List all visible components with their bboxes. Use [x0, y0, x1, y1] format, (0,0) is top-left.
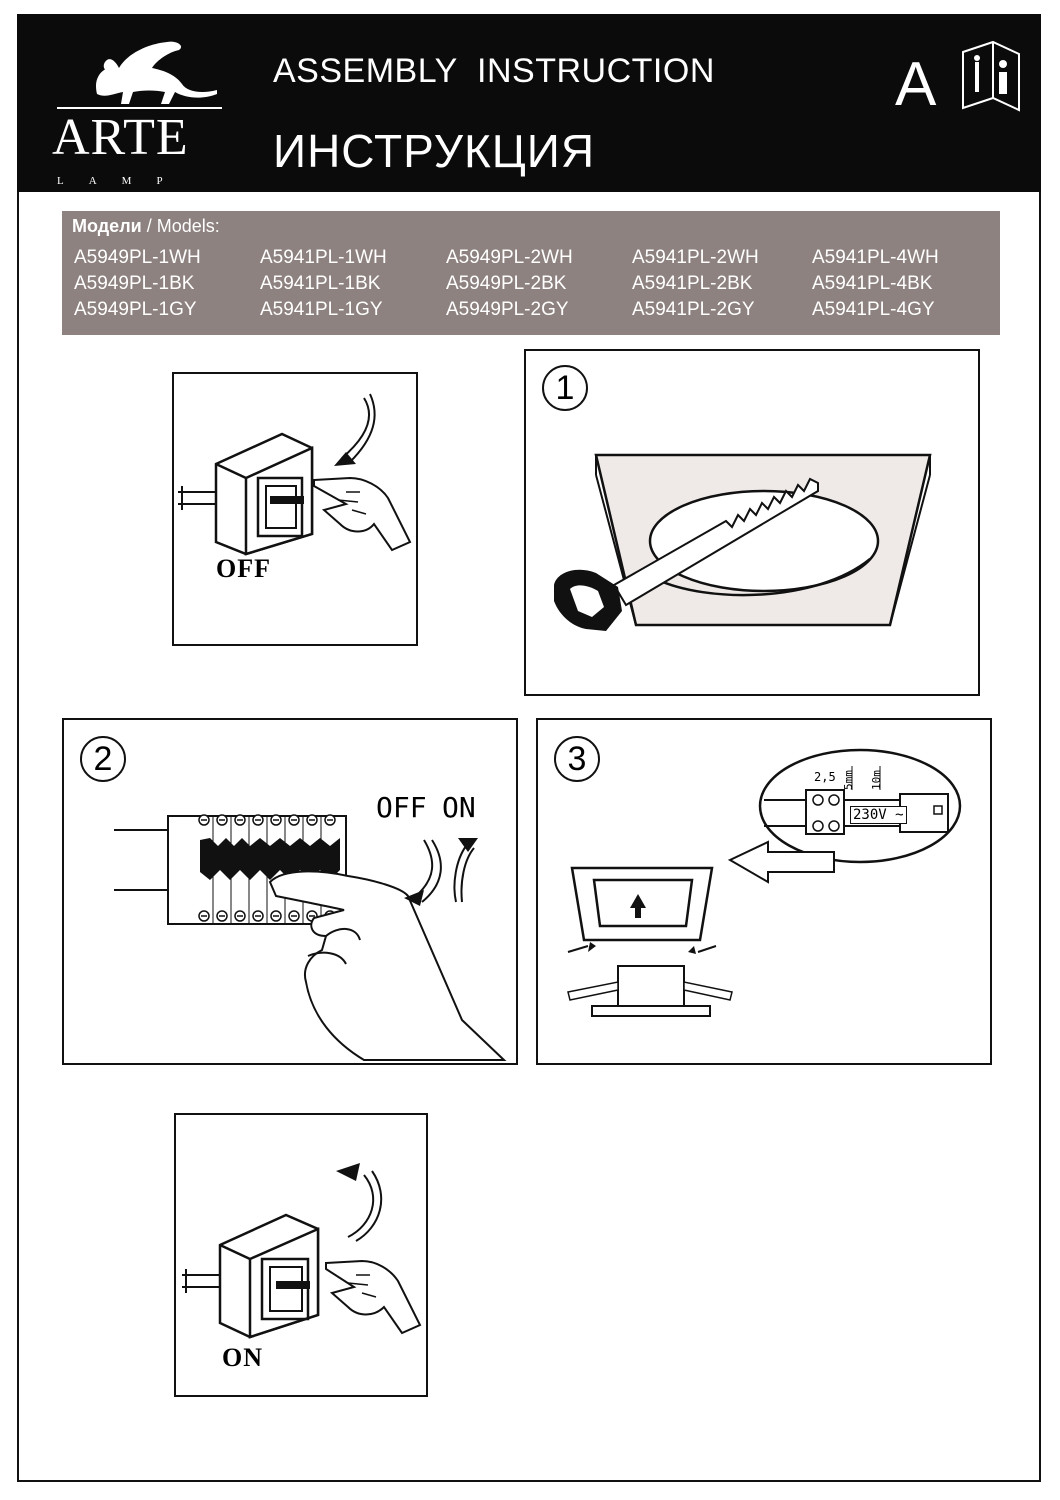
model-code: A5941PL-1BK: [260, 272, 381, 294]
voltage-label: 230V ~: [850, 806, 907, 824]
model-code: A5949PL-1WH: [74, 246, 201, 268]
brand-name: ARTE: [52, 109, 189, 166]
griffin-logo-icon: [57, 41, 222, 109]
on-label: ON: [222, 1343, 263, 1372]
strip-length-short: 5mm: [842, 770, 855, 790]
models-grid: A5949PL-1WH A5941PL-1WH A5949PL-2WH A5941PL…: [74, 244, 1002, 322]
breaker-on-label: ON: [442, 791, 476, 824]
wall-switch-off-illustration: [178, 393, 412, 556]
models-row: A5949PL-1WH A5941PL-1WH A5949PL-2WH A5941PL…: [74, 244, 1002, 270]
title-russian: ИНСТРУКЦИЯ: [273, 125, 596, 177]
models-row: A5949PL-1BK A5941PL-1BK A5949PL-2BK A5941PL…: [74, 270, 1002, 296]
models-label-en: / Models:: [141, 216, 220, 236]
brand-subtitle: LAMP: [57, 175, 188, 187]
step-1-number: 1: [542, 365, 588, 411]
model-code: A5949PL-2WH: [446, 246, 573, 268]
model-code: A5941PL-1GY: [260, 298, 383, 320]
title-english: ASSEMBLY INSTRUCTION: [273, 52, 715, 90]
step-2-panel: 2 OFF ON: [62, 718, 518, 1065]
models-heading: Модели / Models:: [72, 217, 220, 235]
switch-on-panel: ON: [174, 1113, 428, 1397]
model-code: A5941PL-4GY: [812, 298, 935, 320]
strip-length-long: 10m: [870, 770, 883, 790]
wire-section-label: 2,5: [814, 770, 836, 784]
wiring-install-illustration: [567, 748, 962, 1017]
header-bar: ARTE LAMP ASSEMBLY INSTRUCTION ИНСТРУКЦИ…: [17, 14, 1041, 192]
model-code: A5949PL-2GY: [446, 298, 569, 320]
model-code: A5949PL-1BK: [74, 272, 195, 294]
model-code: A5941PL-4WH: [812, 246, 939, 268]
breaker-off-label: OFF: [376, 791, 427, 824]
model-code: A5941PL-1WH: [260, 246, 387, 268]
model-code: A5941PL-4BK: [812, 272, 933, 294]
models-row: A5949PL-1GY A5941PL-1GY A5949PL-2GY A5941PL…: [74, 296, 1002, 322]
breaker-terminals-top: [198, 814, 336, 924]
info-book-icon: [962, 40, 1020, 112]
model-code: A5949PL-2BK: [446, 272, 567, 294]
ceiling-cutout-illustration: [554, 453, 932, 631]
model-code: A5941PL-2GY: [632, 298, 755, 320]
step-3-number: 3: [554, 736, 600, 782]
step-2-number: 2: [80, 736, 126, 782]
model-code: A5949PL-1GY: [74, 298, 197, 320]
wall-switch-on-illustration: [182, 1163, 422, 1339]
off-label: OFF: [216, 554, 271, 583]
step-3-panel: 3 2,5 5mm 10m 230V ~: [536, 718, 992, 1065]
switch-off-panel: OFF: [172, 372, 418, 646]
model-code: A5941PL-2WH: [632, 246, 759, 268]
models-label-ru: Модели: [72, 216, 142, 236]
document-letter: A: [895, 50, 937, 119]
step-1-panel: 1: [524, 349, 980, 696]
model-code: A5941PL-2BK: [632, 272, 753, 294]
breaker-panel-illustration: [114, 814, 507, 1061]
